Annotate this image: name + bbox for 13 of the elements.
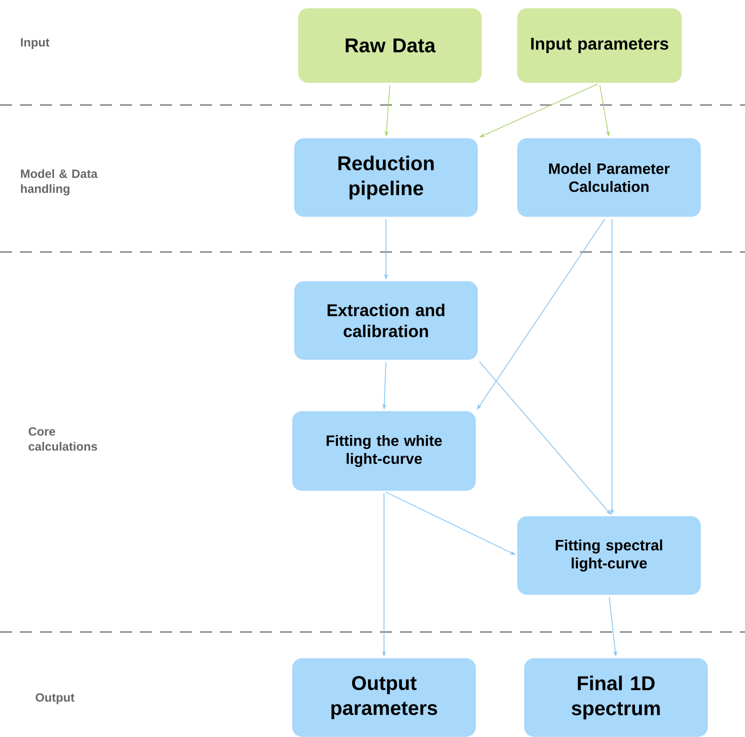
layer-label: Model & Data handling [21,169,98,196]
layer-label: Input [21,38,50,49]
input-box: Input parameters [516,8,682,84]
process-box: Final 1D spectrum [524,658,708,737]
process-box: Output parameters [292,658,476,737]
process-box: Extraction and calibration [294,280,478,360]
process-box: Model Parameter Calculation [516,138,702,218]
layer-label: Output [36,693,74,704]
layer-label: Core calculations [28,427,98,451]
process-box: Fitting the white light-curve [292,410,476,492]
process-box: Reduction pipeline [294,138,478,218]
input-box: Raw Data [298,8,482,84]
process-box: Fitting spectral light-curve [516,516,702,596]
